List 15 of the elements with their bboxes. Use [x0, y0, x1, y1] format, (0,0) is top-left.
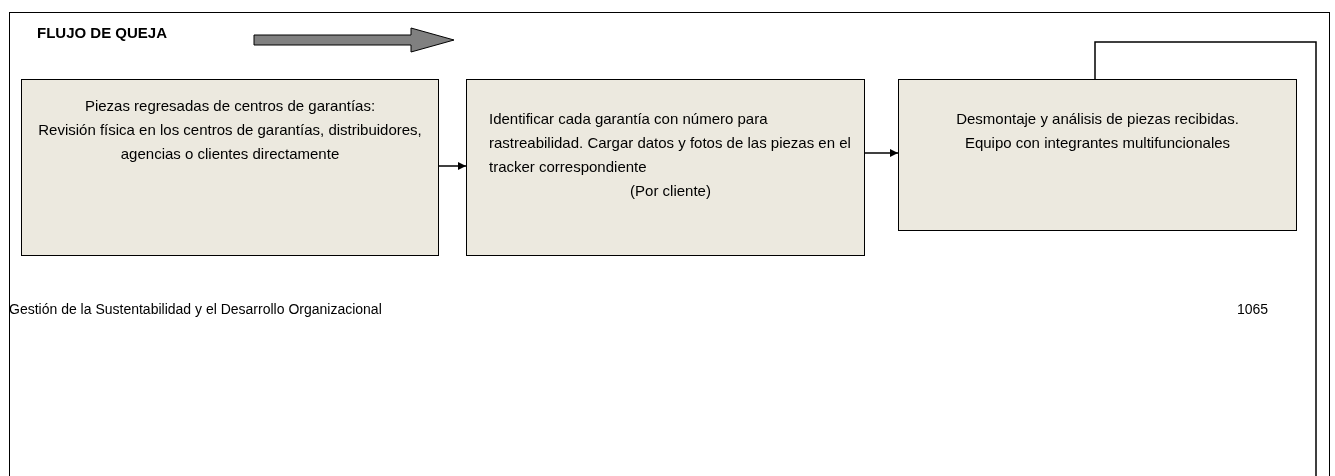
box-text: Piezas regresadas de centros de garantías:	[83, 96, 377, 116]
arrow	[864, 149, 899, 157]
process-box	[21, 79, 439, 256]
process-box	[898, 79, 1297, 231]
box-text: Identificar cada garantía con número para rastreabilidad. Cargar datos y fotos de las piezas en el tracker correspondiente	[489, 109, 852, 177]
page-number: 1065	[1237, 301, 1269, 317]
title: FLUJO DE QUEJA	[37, 24, 168, 41]
box-text: (Por cliente)	[629, 181, 712, 201]
connector-line	[1094, 41, 1317, 476]
footer-text: Gestión de la Sustentabilidad y el Desarrollo Organizacional	[9, 301, 382, 317]
arrow	[438, 162, 467, 170]
process-box	[466, 79, 865, 256]
box-text: Equipo con integrantes multifuncionales	[963, 133, 1232, 153]
box-text: Revisión física en los centros de garantías, distribuidores, agencias o clientes directamente	[37, 120, 423, 164]
box-text: Desmontaje y análisis de piezas recibidas.	[955, 109, 1240, 129]
